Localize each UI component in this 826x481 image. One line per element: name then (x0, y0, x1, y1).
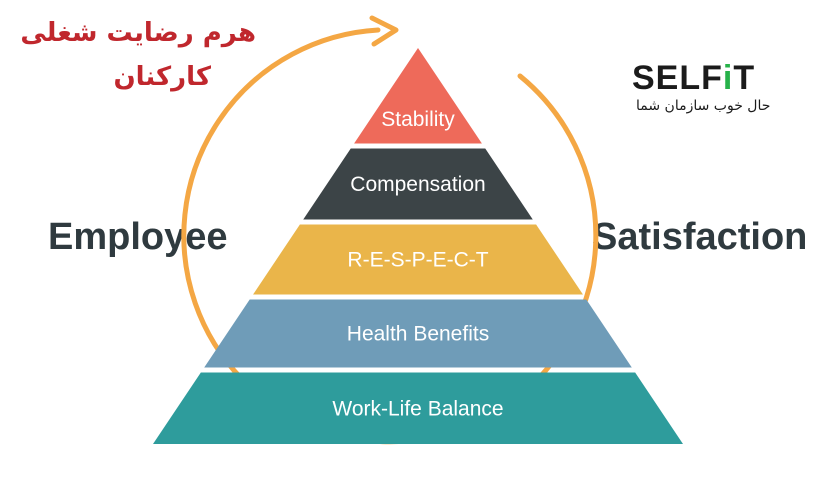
pyramid-level-5-shape (153, 372, 683, 444)
pyramid-level-2-shape (303, 148, 533, 220)
brand-logo: SELFiT حال خوب سازمان شما (632, 60, 792, 114)
pyramid-level-1-shape (354, 48, 482, 144)
logo-word-t: T (733, 59, 756, 97)
logo-wordmark: SELFiT (632, 60, 792, 96)
pyramid-level-3-label: R-E-S-P-E-C-T (347, 249, 488, 272)
pyramid-level-3-shape (253, 224, 583, 295)
pyramid-level-4-shape (204, 299, 632, 368)
logo-word-main: SELF (632, 59, 723, 97)
cycle-arrow-icon (369, 15, 399, 47)
logo-word-i: i (722, 59, 734, 97)
page-title-line-1: هرم رضایت شغلی (20, 18, 256, 48)
logo-tagline: حال خوب سازمان شما (636, 98, 771, 114)
pyramid-level-4-label: Health Benefits (347, 323, 489, 346)
pyramid-level-5-label: Work-Life Balance (332, 397, 503, 420)
side-label-employee: Employee (48, 216, 228, 258)
pyramid-level-1-label: Stability (381, 108, 455, 131)
pyramid-level-2-label: Compensation (350, 173, 485, 196)
page-title-line-2: کارکنان (113, 62, 211, 92)
side-label-satisfaction: Satisfaction (592, 216, 808, 258)
